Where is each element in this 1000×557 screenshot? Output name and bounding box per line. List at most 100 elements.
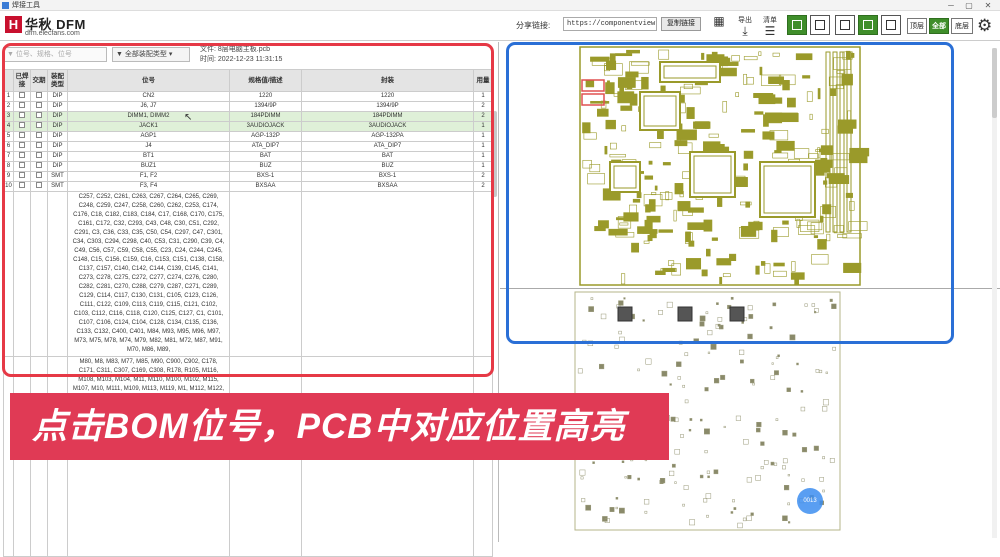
bulk-checkbox[interactable] (30, 161, 48, 172)
placed-checkbox[interactable] (13, 131, 31, 142)
bulk-checkbox[interactable] (30, 101, 48, 112)
checkbox[interactable] (36, 162, 42, 169)
app-icon (2, 2, 9, 9)
bulk-checkbox[interactable] (30, 91, 48, 102)
settings-gear-icon[interactable]: ⚙ (977, 16, 993, 35)
pcb-pad (605, 82, 615, 95)
bulk-checkbox[interactable] (30, 151, 48, 162)
col-placed[interactable]: 已焊接 (13, 69, 31, 92)
pcb-scroll-thumb[interactable] (992, 48, 997, 118)
pcb-bottom-pad (800, 390, 804, 393)
placed-checkbox[interactable] (13, 121, 31, 132)
checkbox[interactable] (36, 152, 42, 159)
bom-scrollbar[interactable] (493, 111, 497, 197)
ref-cell[interactable]: BT1 (67, 151, 230, 162)
pcb-pad (591, 57, 613, 66)
bulk-checkbox[interactable] (30, 171, 48, 182)
placed-checkbox[interactable] (13, 111, 31, 122)
ref-cell[interactable]: DIMM1, DIMM2 (67, 111, 230, 122)
checkbox[interactable] (19, 132, 25, 139)
bulk-checkbox[interactable] (30, 111, 48, 122)
checkbox[interactable] (19, 102, 25, 109)
col-qty[interactable]: 用量 (473, 69, 493, 92)
checkbox[interactable] (36, 142, 42, 149)
placed-checkbox[interactable] (13, 171, 31, 182)
checkbox[interactable] (19, 182, 25, 189)
placed-checkbox[interactable] (13, 161, 31, 172)
ref-cell[interactable]: JACK1 (67, 121, 230, 132)
checkbox[interactable] (36, 112, 42, 119)
col-spec[interactable]: 规格值/描述 (229, 69, 302, 92)
checkbox[interactable] (36, 92, 42, 99)
minimize-button[interactable]: ─ (948, 1, 954, 10)
search-input[interactable]: ▼ 位号、规格、位号 (3, 47, 107, 62)
ref-cell[interactable]: F3, F4 (67, 181, 230, 192)
layer-top-button[interactable]: 顶层 (907, 18, 927, 34)
checkbox[interactable] (36, 172, 42, 179)
col-package[interactable]: 封装 (301, 69, 474, 92)
view-split-button[interactable] (810, 15, 830, 35)
view-bom-only-button[interactable] (835, 15, 855, 35)
view-pcb-only-button[interactable] (787, 15, 807, 35)
checkbox[interactable] (36, 182, 42, 189)
pcb-bottom-pad (747, 333, 753, 340)
checkbox[interactable] (36, 122, 42, 129)
pcb-canvas[interactable] (500, 42, 1000, 542)
bulk-checkbox[interactable] (30, 141, 48, 152)
export-button[interactable]: 导出 ⤓ (735, 15, 755, 38)
share-url-field[interactable]: https://componentview (563, 17, 657, 31)
checkbox[interactable] (19, 152, 25, 159)
maximize-button[interactable]: ▢ (965, 1, 973, 10)
checkbox[interactable] (19, 162, 25, 169)
table-row[interactable]: C257, C252, C261, C263, C267, C264, C265… (3, 191, 493, 357)
view-lr-button[interactable] (881, 15, 901, 35)
checkbox[interactable] (19, 112, 25, 119)
bulk-checkbox[interactable] (30, 181, 48, 192)
col-bulk[interactable]: 交期 (30, 69, 48, 92)
placed-checkbox[interactable] (13, 101, 31, 112)
ref-cell[interactable]: J4 (67, 141, 230, 152)
col-assembly-type[interactable]: 装配类型 (47, 69, 68, 92)
copy-link-button[interactable]: 复制链接 (661, 17, 701, 31)
ref-cell[interactable]: CN2 (67, 91, 230, 102)
bulk-checkbox[interactable] (30, 131, 48, 142)
ref-cell[interactable]: C257, C252, C261, C263, C267, C264, C265… (67, 191, 230, 357)
pcb-bottom-pad (693, 338, 699, 344)
bom-list-button[interactable]: 清单 ☰ (760, 15, 780, 38)
placed-checkbox[interactable] (13, 181, 31, 192)
col-ref[interactable]: 位号 (67, 69, 230, 92)
ref-cell[interactable]: AGP1 (67, 131, 230, 142)
checkbox[interactable] (36, 132, 42, 139)
pcb-pad (743, 150, 754, 159)
pcb-viewer[interactable] (500, 42, 1000, 542)
placed-checkbox[interactable] (13, 151, 31, 162)
layer-all-button[interactable]: 全部 (929, 18, 949, 34)
qrcode-button[interactable]: ▦ (710, 15, 728, 37)
checkbox[interactable] (19, 122, 25, 129)
checkbox[interactable] (36, 102, 42, 109)
ref-cell[interactable]: BUZ1 (67, 161, 230, 172)
bulk-checkbox[interactable] (30, 121, 48, 132)
layer-bottom-button[interactable]: 底层 (951, 18, 973, 34)
ref-cell[interactable]: J6, J7 (67, 101, 230, 112)
assembly-type-select[interactable]: ▼ 全部装配类型 ▾ (112, 47, 190, 62)
checkbox[interactable] (19, 92, 25, 99)
close-button[interactable]: ✕ (984, 1, 992, 10)
view-top-bottom-button[interactable] (858, 15, 878, 35)
placed-checkbox[interactable] (13, 141, 31, 152)
ref-cell[interactable]: F1, F2 (67, 171, 230, 182)
placed-checkbox[interactable] (13, 91, 31, 102)
checkbox[interactable] (19, 172, 25, 179)
checkbox[interactable] (19, 142, 25, 149)
pcb-scrollbar[interactable] (992, 48, 997, 538)
